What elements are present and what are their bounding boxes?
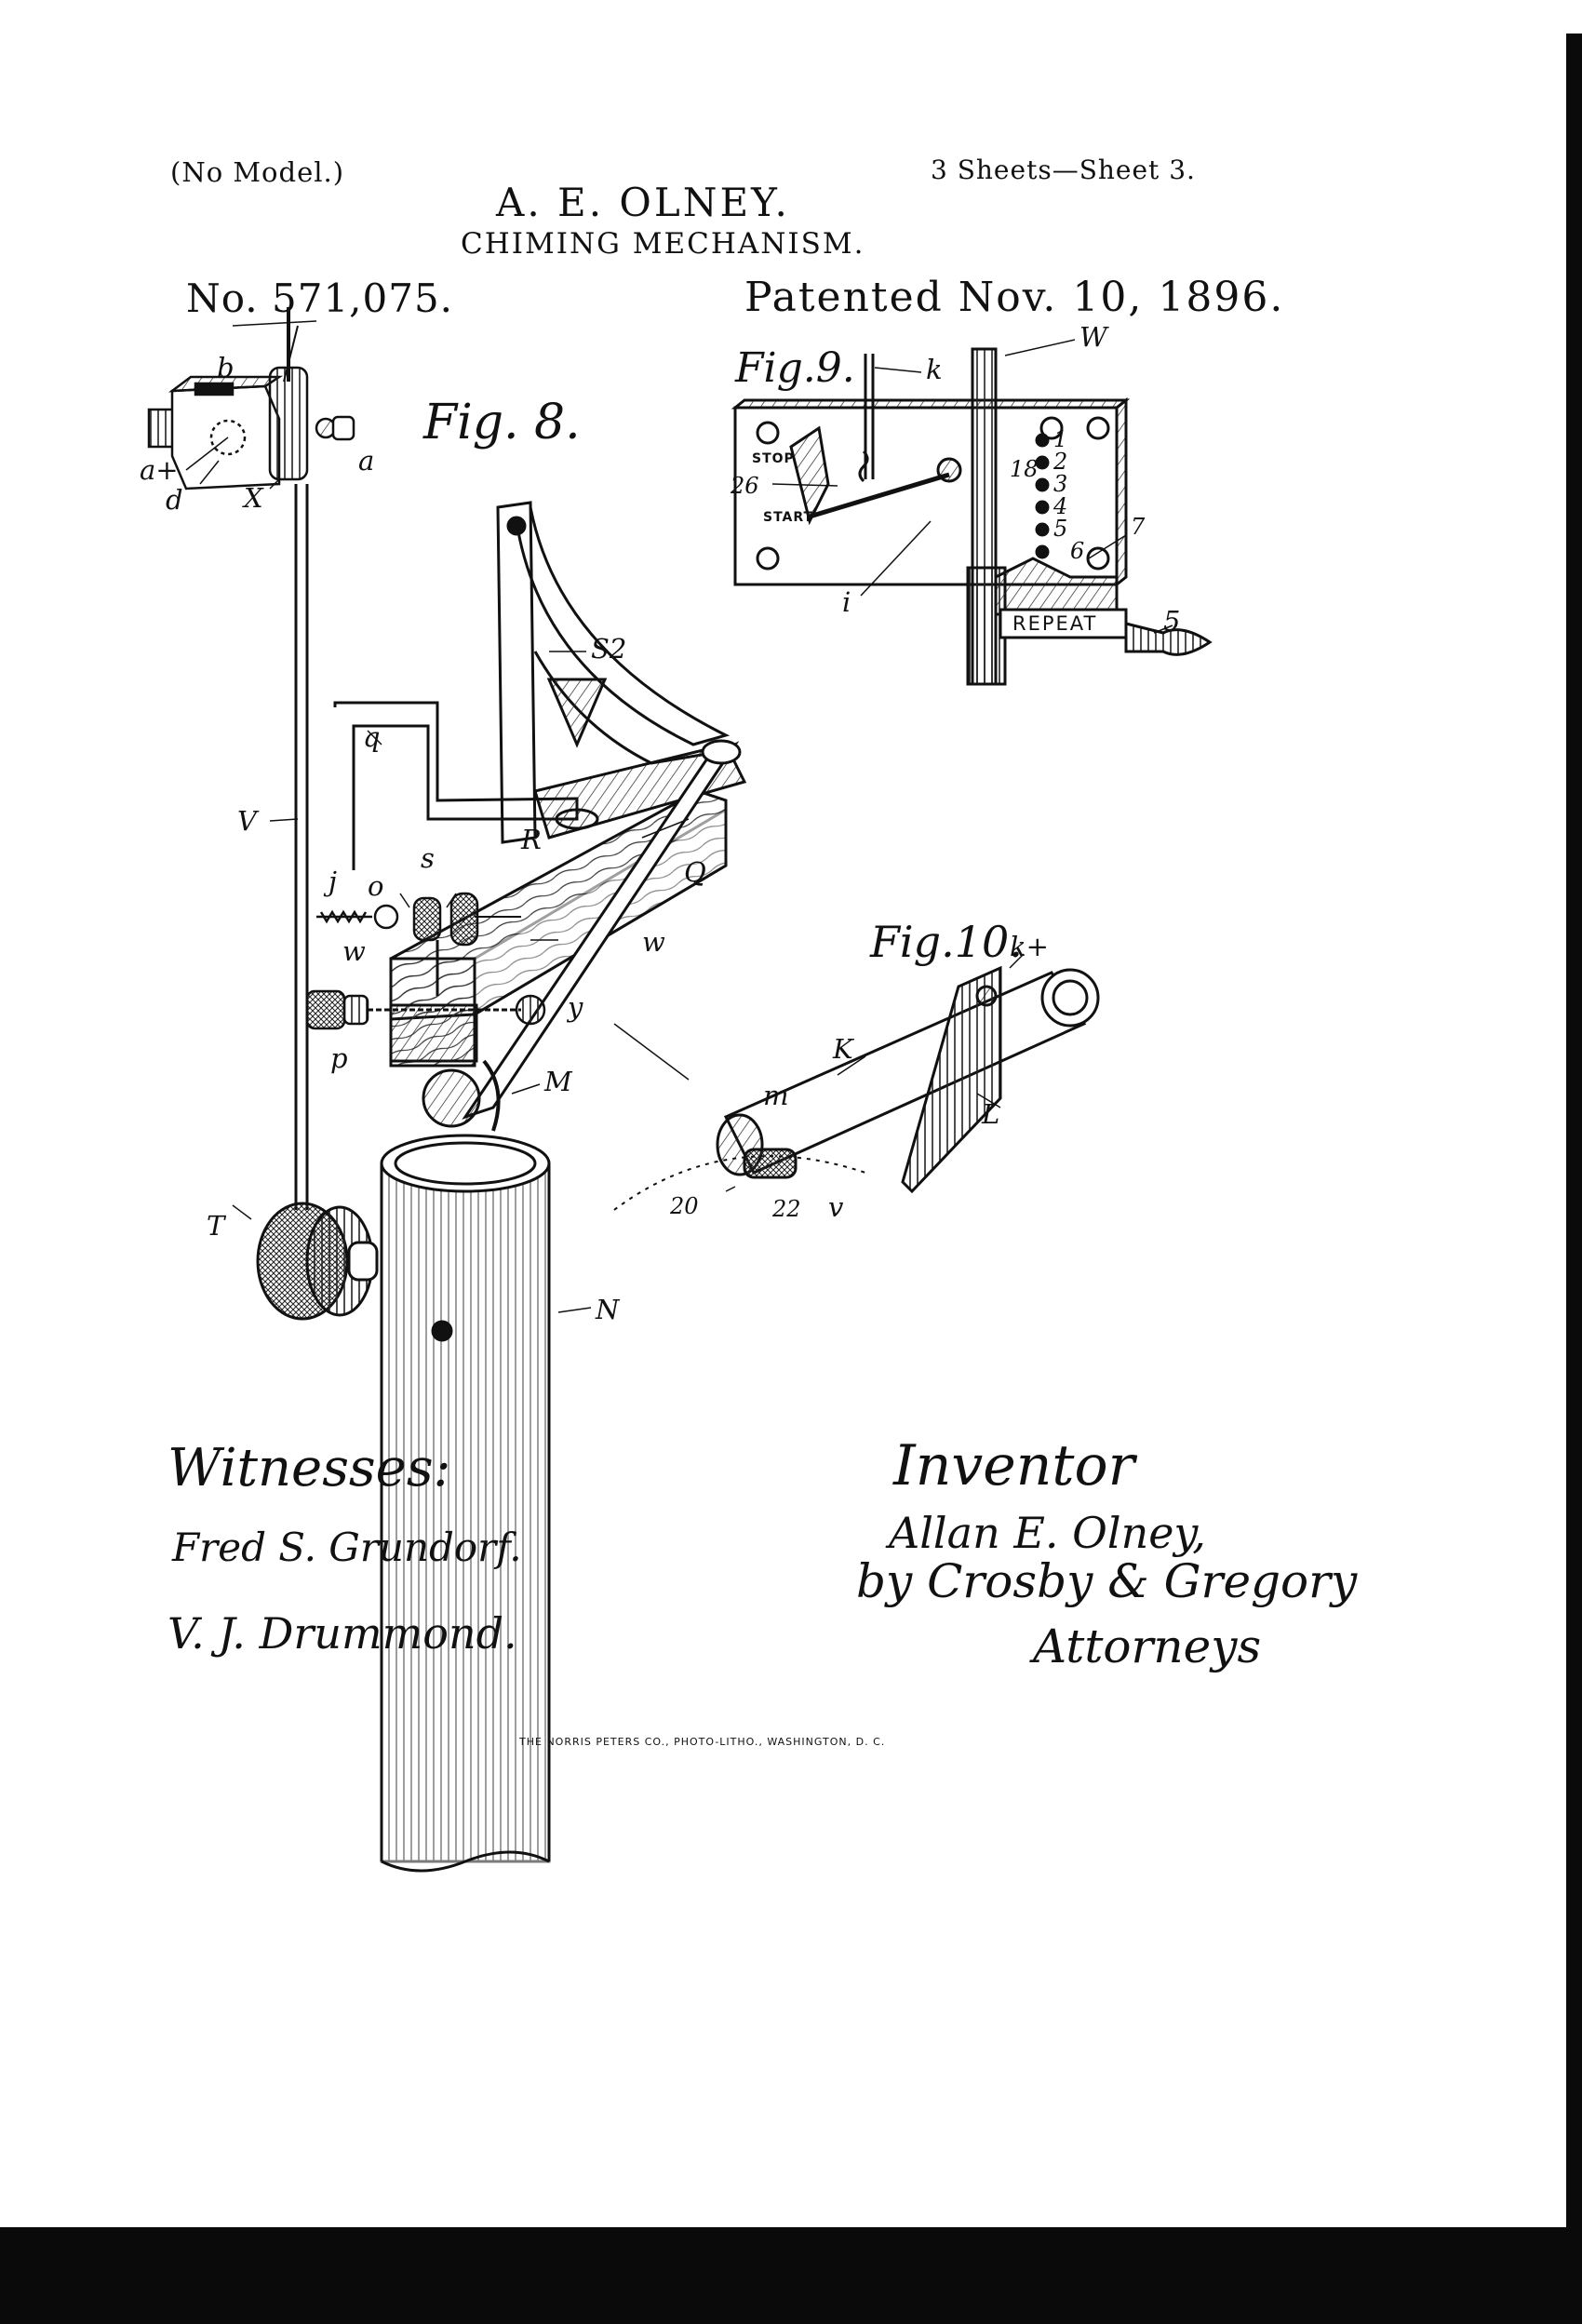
ref-18: 18 [1010,456,1039,482]
ref-s: s [421,842,435,874]
fig8-tube [380,1134,551,1873]
witnesses-label: Witnesses: [168,1438,451,1498]
position-number-5: 5 [1053,516,1068,542]
ref-v: V [237,805,257,837]
ref-5: 5 [1163,605,1181,637]
fig8-vertical-rod [294,484,309,1210]
ref-b: b [217,352,235,383]
ref-j: j [328,866,337,897]
ref-a-plus: a+ [140,454,179,486]
fig9-control-plate [731,347,1213,686]
fig10-caption: Fig.10. [870,917,1023,967]
attorneys-label: Attorneys [1033,1619,1262,1673]
inventor-label: Inventor [893,1433,1135,1498]
no-model-label: (No Model.) [170,156,345,188]
fig8-bracket [496,501,747,844]
ref-t: T [207,1210,225,1242]
ref-l: L [982,1098,1000,1130]
fig8-caption: Fig. 8. [423,395,581,450]
fig8-screw [305,989,546,1030]
patent-number: No. 571,075. [186,275,454,321]
repeat-marking: REPEAT [1012,612,1098,635]
ref-i: i [842,586,851,618]
ref-20: 20 [670,1193,699,1219]
leader-lines [185,320,1173,1313]
ref-m: M [544,1066,572,1097]
ref-y: y [568,991,583,1023]
ref-s2: S2 [591,633,627,665]
ref-26: 26 [731,473,759,499]
scan-edge-bottom [0,2227,1582,2324]
fig10-lever [613,965,1100,1211]
ref-o: o [368,870,384,902]
ref-w: w [642,926,665,958]
ref-p: p [330,1042,348,1074]
witness-signature-2: V. J. Drummond. [168,1608,517,1659]
position-number-4: 4 [1053,493,1068,519]
ref-big-q: Q [684,856,706,888]
fig8-weight [256,1202,379,1321]
ref-k-plus: k+ [1010,931,1049,962]
ref-n: N [596,1294,620,1325]
fig9-caption: Fig.9. [735,344,855,392]
position-number-2: 2 [1053,449,1068,475]
inventor-signature: Allan E. Olney, [889,1508,1206,1558]
printer-imprint: THE NORRIS PETERS CO., PHOTO-LITHO., WAS… [519,1736,886,1748]
fig8-spring-assembly [316,892,521,996]
fig8-hammer [422,1059,501,1132]
patent-title: CHIMING MECHANISM. [461,227,865,261]
position-number-6: 6 [1070,538,1085,564]
fig8-wooden-block [389,789,728,1068]
ref-m-small: m [763,1080,789,1111]
fig8-clamp [147,307,355,490]
sheet-number: 3 Sheets—Sheet 3. [931,154,1196,185]
patent-date: Patented Nov. 10, 1896. [744,274,1285,321]
position-number-1: 1 [1053,426,1068,452]
witness-signature-1: Fred S. Grundorf. [172,1525,522,1570]
ref-7: 7 [1131,514,1146,540]
ref-v-small: v [828,1191,844,1223]
position-number-3: 3 [1053,471,1068,497]
ref-x: X [244,482,263,514]
ref-22: 22 [772,1196,801,1222]
inventor-heading: A. E. OLNEY. [496,180,790,225]
attorney-signature: by Crosby & Gregory [856,1554,1358,1608]
ref-w-fig9: W [1079,321,1107,353]
scan-edge-right [1566,34,1582,2324]
ref-big-k: K [833,1033,853,1065]
ref-d: d [166,484,183,516]
stop-marking: STOP [752,451,795,466]
ref-k: k [926,354,943,385]
ref-r: R [521,824,542,855]
ref-w2: w [342,935,366,967]
start-marking: START [763,510,814,525]
ref-a: a [358,445,375,477]
ref-q: q [363,721,381,753]
